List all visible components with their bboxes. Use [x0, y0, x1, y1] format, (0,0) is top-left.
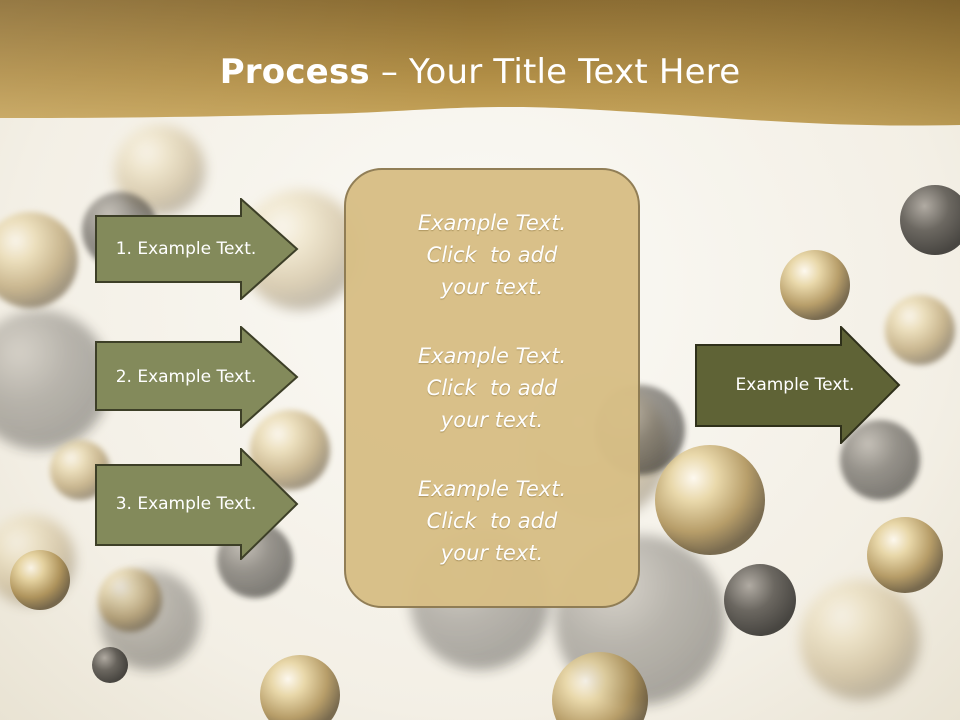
arrow-shape — [95, 198, 299, 300]
center-line: your text. — [440, 275, 544, 299]
center-text-box[interactable]: Example Text. Click to add your text. Ex… — [344, 168, 640, 608]
result-arrow[interactable]: Example Text. — [695, 326, 901, 444]
center-line: Click to add — [426, 509, 558, 533]
center-text-block-1: Example Text. Click to add your text. — [418, 207, 566, 303]
header-band — [0, 0, 960, 126]
arrow-label: Example Text. — [735, 375, 855, 395]
slide-title[interactable]: Process – Your Title Text Here — [0, 52, 960, 92]
center-text-block-2: Example Text. Click to add your text. — [418, 340, 566, 436]
center-line: Click to add — [426, 376, 558, 400]
process-arrow-3[interactable]: 3. Example Text. — [95, 448, 299, 560]
arrow-label: 1. Example Text. — [115, 239, 257, 259]
arrow-label: 2. Example Text. — [115, 367, 257, 387]
title-rest-text: – Your Title Text Here — [369, 52, 741, 92]
arrow-shape — [95, 448, 299, 560]
center-line: Example Text. — [417, 344, 567, 368]
center-line: your text. — [440, 408, 544, 432]
process-arrow-1[interactable]: 1. Example Text. — [95, 198, 299, 300]
center-text-block-3: Example Text. Click to add your text. — [418, 473, 566, 569]
arrow-label: 3. Example Text. — [115, 494, 257, 514]
center-line: your text. — [440, 541, 544, 565]
arrow-shape — [695, 326, 901, 444]
arrow-shape — [95, 326, 299, 428]
center-line: Click to add — [426, 243, 558, 267]
process-arrow-2[interactable]: 2. Example Text. — [95, 326, 299, 428]
center-line: Example Text. — [417, 477, 567, 501]
center-line: Example Text. — [417, 211, 567, 235]
title-bold-word: Process — [219, 52, 370, 92]
